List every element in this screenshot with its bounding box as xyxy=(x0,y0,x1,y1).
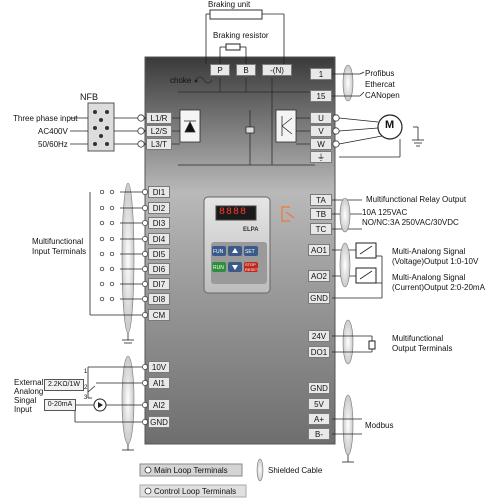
relay-rating-2: NO/NC:3A 250VAC/30VDC xyxy=(362,218,459,227)
ao2-label-1: Multi-Analong Signal xyxy=(392,273,466,282)
input-terminals-label-1: Multifunctional xyxy=(32,237,84,246)
braking-unit-box xyxy=(209,9,263,20)
terminal-di2: DI2 xyxy=(148,202,170,214)
braking-resistor-label: Braking resistor xyxy=(213,31,269,40)
legend-control-box xyxy=(139,484,247,498)
ao1-label-2: (Voltage)Output 1:0-10V xyxy=(392,257,479,266)
comm-profibus: Profibus xyxy=(365,69,395,78)
terminal-l3: L3/T xyxy=(146,138,172,150)
terminal-15: 15 xyxy=(310,90,332,102)
terminal-cm: CM xyxy=(148,309,170,321)
terminal-b: B xyxy=(236,64,256,76)
terminal-di8: DI8 xyxy=(148,293,170,305)
terminal-ai2: AI2 xyxy=(148,399,170,411)
terminal-ao1: AO1 xyxy=(308,244,330,256)
comm-ethercat: Ethercat xyxy=(365,80,395,89)
input-label-1: Three phase input xyxy=(13,114,78,123)
terminal-ta: TA xyxy=(310,194,332,206)
terminal-di7: DI7 xyxy=(148,278,170,290)
terminal-di1: DI1 xyxy=(148,186,170,198)
motor-symbol xyxy=(377,114,403,140)
terminal-l1: L1/R xyxy=(146,112,172,124)
terminal-ground: ⏚ xyxy=(310,151,332,163)
terminal-di4: DI4 xyxy=(148,233,170,245)
nfb-breaker xyxy=(87,102,115,152)
output-terminals-label-2: Output Terminals xyxy=(392,344,453,353)
terminal-do1: DO1 xyxy=(308,346,330,358)
fun-button[interactable]: FUN xyxy=(213,249,224,255)
terminal-b-minus: B- xyxy=(308,428,330,440)
relay-title: Multifunctional Relay Output xyxy=(366,195,467,204)
keypad-brand: ELPA xyxy=(243,227,259,233)
terminal-n: -(N) xyxy=(262,64,292,76)
analog-in-label-1: External xyxy=(14,378,44,387)
terminal-w: W xyxy=(310,138,332,150)
output-terminals-label-1: Multifunctional xyxy=(392,334,444,343)
terminal-gnd-out: GND xyxy=(308,292,330,304)
terminal-10v: 10V xyxy=(148,361,170,373)
braking-unit-label: Braking unit xyxy=(208,0,251,9)
pot-pin-3: 3 xyxy=(84,395,88,401)
nfb-label: NFB xyxy=(80,92,98,102)
braking-resistor xyxy=(225,43,241,51)
input-terminals-label-2: Input Terminals xyxy=(32,247,87,256)
legend-main-label: Main Loop Terminals xyxy=(154,466,228,475)
terminal-a-plus: A+ xyxy=(308,413,330,425)
keypad-display: 8888 xyxy=(219,207,248,218)
terminal-p: P xyxy=(210,64,230,76)
legend-shielded-label: Shielded Cable xyxy=(268,466,323,475)
input-label-2: AC400V xyxy=(38,127,68,136)
legend-main-box xyxy=(139,463,243,477)
terminal-di6: DI6 xyxy=(148,263,170,275)
modbus-label: Modbus xyxy=(365,421,394,430)
terminal-tc: TC xyxy=(310,223,332,235)
terminal-di3: DI3 xyxy=(148,217,170,229)
set-button[interactable]: SET xyxy=(245,249,255,255)
terminal-u: U xyxy=(310,112,332,124)
stop-reset-button[interactable]: STOP RESET xyxy=(245,262,259,272)
pot-pin-1: 1 xyxy=(84,369,88,375)
ao1-label-1: Multi-Analong Signal xyxy=(392,247,466,256)
terminal-gnd-in: GND xyxy=(148,416,170,428)
choke-label: choke xyxy=(170,76,192,85)
terminal-l2: L2/S xyxy=(146,125,172,137)
ao2-label-2: (Current)Output 2:0-20mA xyxy=(392,283,485,292)
terminal-ai1: AI1 xyxy=(148,377,170,389)
input-label-3: 50/60Hz xyxy=(38,140,68,149)
potentiometer-box: 2.2KΩ/1W xyxy=(44,379,84,391)
analog-in-label-3: Singal xyxy=(14,396,37,405)
analog-in-label-4: Input xyxy=(14,405,32,414)
terminal-1: 1 xyxy=(310,68,332,80)
run-button[interactable]: RUN xyxy=(213,265,224,271)
terminal-di5: DI5 xyxy=(148,248,170,260)
analog-in-label-2: Analong xyxy=(14,387,44,396)
terminal-5v: 5V xyxy=(308,398,330,410)
current-source-box: 0-20mA xyxy=(44,399,76,411)
comm-canopen: CANopen xyxy=(365,91,400,100)
relay-rating-1: 10A 125VAC xyxy=(362,208,408,217)
terminal-gnd-modbus: GND xyxy=(308,382,330,394)
terminal-ao2: AO2 xyxy=(308,270,330,282)
legend-control-label: Control Loop Terminals xyxy=(154,487,237,496)
terminal-24v: 24V xyxy=(308,330,330,342)
pot-pin-2: 2 xyxy=(84,385,88,391)
motor-label: M xyxy=(385,119,395,131)
terminal-v: V xyxy=(310,125,332,137)
terminal-tb: TB xyxy=(310,208,332,220)
